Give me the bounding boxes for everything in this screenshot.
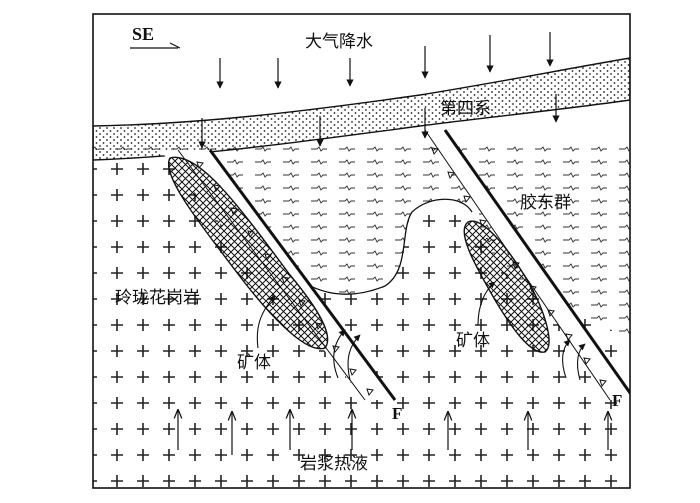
jiaodong-group-label: 胶东群 [520, 193, 571, 213]
granite-label: 玲珑花岗岩 [115, 288, 200, 308]
granite-contact-line [299, 198, 473, 295]
quaternary-label: 第四系 [440, 99, 491, 119]
magma-fluid-arrows [178, 410, 608, 455]
diagram-frame [92, 13, 631, 489]
quaternary-layer [93, 57, 630, 161]
orebody-left-label: 矿体 [237, 353, 271, 373]
fault-line-left [208, 149, 397, 401]
fault-left-label: F [392, 404, 403, 423]
precipitation-label: 大气降水 [305, 32, 373, 52]
magma-fluid-label: 岩浆热液 [300, 454, 368, 474]
fault-right-label: F [612, 391, 623, 410]
fault-line-right [443, 129, 630, 396]
orebody-right [463, 220, 550, 353]
precipitation-arrows [216, 32, 554, 89]
orebody-right-label: 矿体 [456, 331, 490, 351]
direction-label: SE [132, 24, 155, 44]
orebody-left [167, 156, 329, 350]
direction-arrow [130, 42, 181, 49]
fault-zone-right [425, 130, 630, 400]
infiltration-arrows [198, 94, 560, 149]
ore-fluid-flow-arrows [256, 281, 586, 381]
